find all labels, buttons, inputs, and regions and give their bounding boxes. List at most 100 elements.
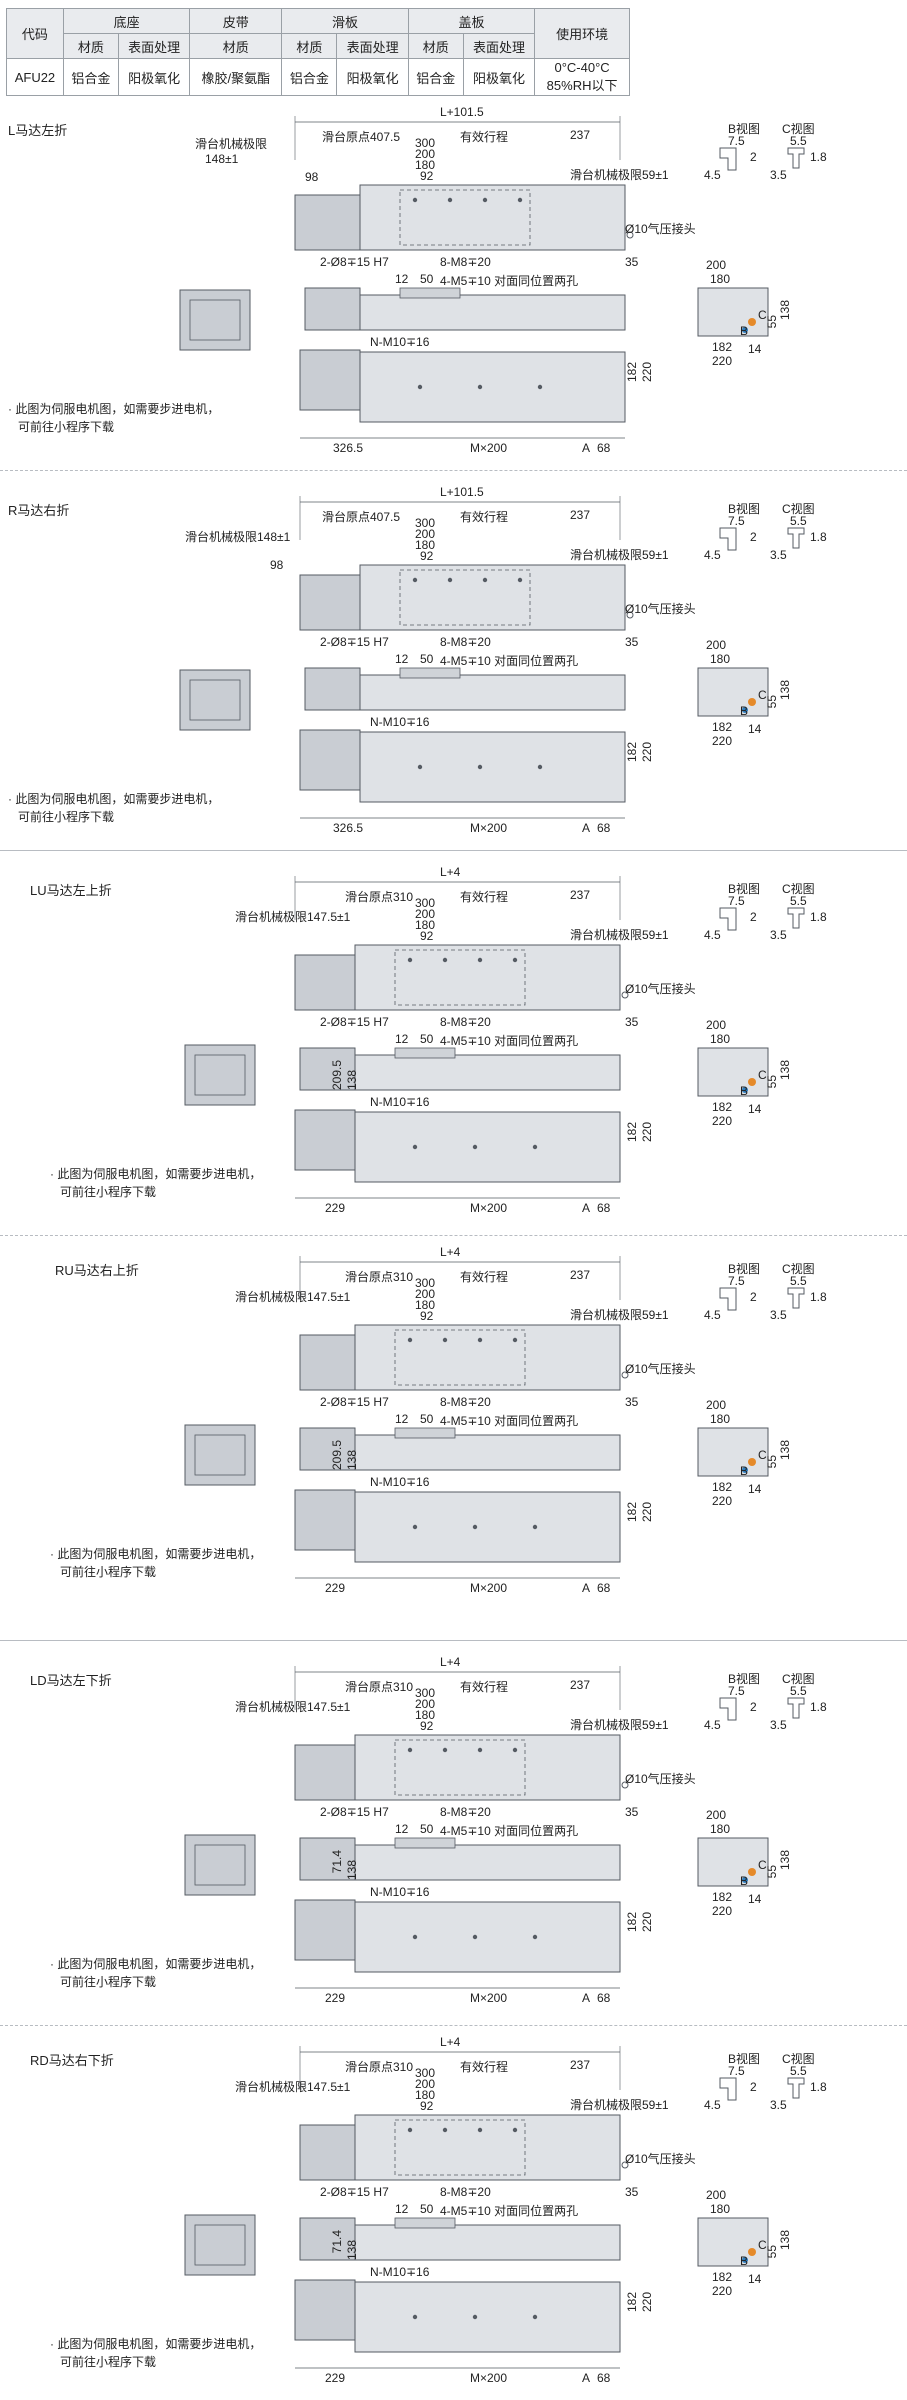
dim-12: 12 — [395, 1032, 409, 1046]
dim-mark-a: A — [582, 821, 591, 835]
dim-air-fitting: Ø10气压接头 — [625, 982, 696, 996]
dim-slide-origin: 滑台原点310 — [345, 890, 414, 904]
motor-side-inner — [194, 2224, 246, 2266]
dim-pitch: M×200 — [470, 821, 508, 835]
dim-12: 12 — [395, 1412, 409, 1426]
dim-b-4-5: 4.5 — [704, 2098, 721, 2112]
spec-header-row-2: 材质 表面处理 材质 材质 表面处理 材质 表面处理 — [7, 33, 630, 59]
dim-m10-thread: N-M10∓16 — [370, 715, 430, 729]
air-fitting — [621, 1781, 629, 1789]
bottom-hole — [412, 1144, 418, 1150]
dim-m8-thread: 8-M8∓20 — [440, 2185, 491, 2199]
end-view-marker-c — [748, 318, 756, 326]
dim-68: 68 — [597, 441, 611, 455]
bottom-hole — [532, 1524, 538, 1530]
actuator-body-bottom — [359, 731, 626, 803]
bottom-hole — [537, 384, 543, 390]
dim-m10-thread: N-M10∓16 — [370, 1475, 430, 1489]
end-view-body — [697, 1047, 769, 1097]
motor-side-inner — [189, 679, 241, 721]
mount-hole — [517, 577, 523, 583]
bottom-hole — [477, 764, 483, 770]
dim-98: 98 — [305, 170, 319, 184]
dim-slide-origin: 滑台原点407.5 — [322, 130, 401, 144]
label-c-view: C视图 — [782, 122, 815, 136]
dim-pin-hole: 2-Ø8∓15 H7 — [320, 1395, 389, 1409]
dim-b-2: 2 — [750, 530, 757, 544]
c-view-profile — [787, 527, 805, 549]
actuator-body-bottom — [354, 1901, 621, 1973]
dim-end-138: 138 — [778, 300, 792, 321]
dim-92: 92 — [420, 2099, 434, 2113]
mark-c: C — [758, 1068, 767, 1082]
motor-side-view — [184, 2214, 256, 2276]
dim-end-182: 182 — [712, 1100, 733, 1114]
dim-300: 300 — [415, 2066, 436, 2080]
dim-end-14: 14 — [748, 1892, 762, 1906]
dim-effective-stroke: 有效行程 — [460, 2060, 509, 2074]
dim-m5-thread: 4-M5∓10 对面同位置两孔 — [440, 274, 579, 288]
c-view-profile — [787, 1697, 805, 1719]
bottom-hole — [417, 384, 423, 390]
section-title: L马达左折 — [8, 123, 68, 138]
dim-68: 68 — [597, 1201, 611, 1215]
slide-table-outline — [394, 1739, 526, 1796]
servo-note-line1: · 此图为伺服电机图，如需要步进电机， — [50, 1547, 262, 1561]
slide-plate — [399, 667, 461, 679]
section-title: RD马达右下折 — [30, 2053, 114, 2068]
dim-300: 300 — [415, 1276, 436, 1290]
dim-m5-thread: 4-M5∓10 对面同位置两孔 — [440, 1414, 579, 1428]
dim-92: 92 — [420, 169, 434, 183]
dim-m10-thread: N-M10∓16 — [370, 1095, 430, 1109]
drawing-canvas — [179, 116, 805, 439]
dim-m5-thread: 4-M5∓10 对面同位置两孔 — [440, 2204, 579, 2218]
dim-220: 220 — [640, 1912, 654, 1933]
dim-end-200: 200 — [706, 258, 727, 272]
dim-180: 180 — [415, 538, 436, 552]
dim-180: 180 — [415, 1298, 436, 1312]
slide-table-outline — [399, 189, 531, 246]
dim-air-fitting: Ø10气压接头 — [625, 1772, 696, 1786]
dim-m10-thread: N-M10∓16 — [370, 335, 430, 349]
mount-hole — [407, 957, 413, 963]
dim-c-1-8: 1.8 — [810, 150, 827, 164]
mark-c: C — [758, 1448, 767, 1462]
dim-237: 237 — [570, 888, 591, 902]
dim-200: 200 — [415, 527, 436, 541]
header-code: 代码 — [6, 8, 64, 59]
dim-mark-a: A — [582, 2371, 591, 2385]
air-fitting — [621, 1371, 629, 1379]
dim-200: 200 — [415, 907, 436, 921]
servo-note-line2: 可前往小程序下载 — [60, 1565, 157, 1579]
actuator-body-side — [354, 1324, 621, 1391]
end-view-body — [697, 1427, 769, 1477]
end-view-body — [697, 1837, 769, 1887]
bottom-hole — [412, 2314, 418, 2320]
end-view-marker-b — [742, 2257, 748, 2263]
mount-hole — [412, 197, 418, 203]
dim-c-3-5: 3.5 — [770, 1718, 787, 1732]
c-view-profile — [787, 1287, 805, 1309]
dim-12: 12 — [395, 272, 409, 286]
mark-b: B — [740, 2254, 749, 2268]
end-view-marker-c — [748, 1078, 756, 1086]
end-view-marker-c — [748, 698, 756, 706]
dim-limit-right: 滑台机械极限59±1 — [570, 548, 669, 562]
dim-182: 182 — [625, 1502, 639, 1523]
end-view-marker-b — [742, 707, 748, 713]
section-separator-4 — [0, 1640, 907, 1641]
slide-plate — [394, 2217, 456, 2229]
mark-b: B — [740, 704, 749, 718]
mount-hole — [482, 197, 488, 203]
dim-c-5-5: 5.5 — [790, 894, 807, 908]
dim-left-offset: 326.5 — [333, 821, 364, 835]
dim-end-138: 138 — [778, 1060, 792, 1081]
mount-hole — [477, 2127, 483, 2133]
header-cover: 盖板 — [407, 8, 536, 34]
dim-height-2: 138 — [345, 1450, 359, 1471]
header-slide-surface: 表面处理 — [336, 33, 409, 59]
dim-12: 12 — [395, 2202, 409, 2216]
dim-total-length: L+4 — [440, 1655, 461, 1669]
servo-note: · 此图为伺服电机图，如需要步进电机， 可前往小程序下载 — [8, 790, 219, 826]
